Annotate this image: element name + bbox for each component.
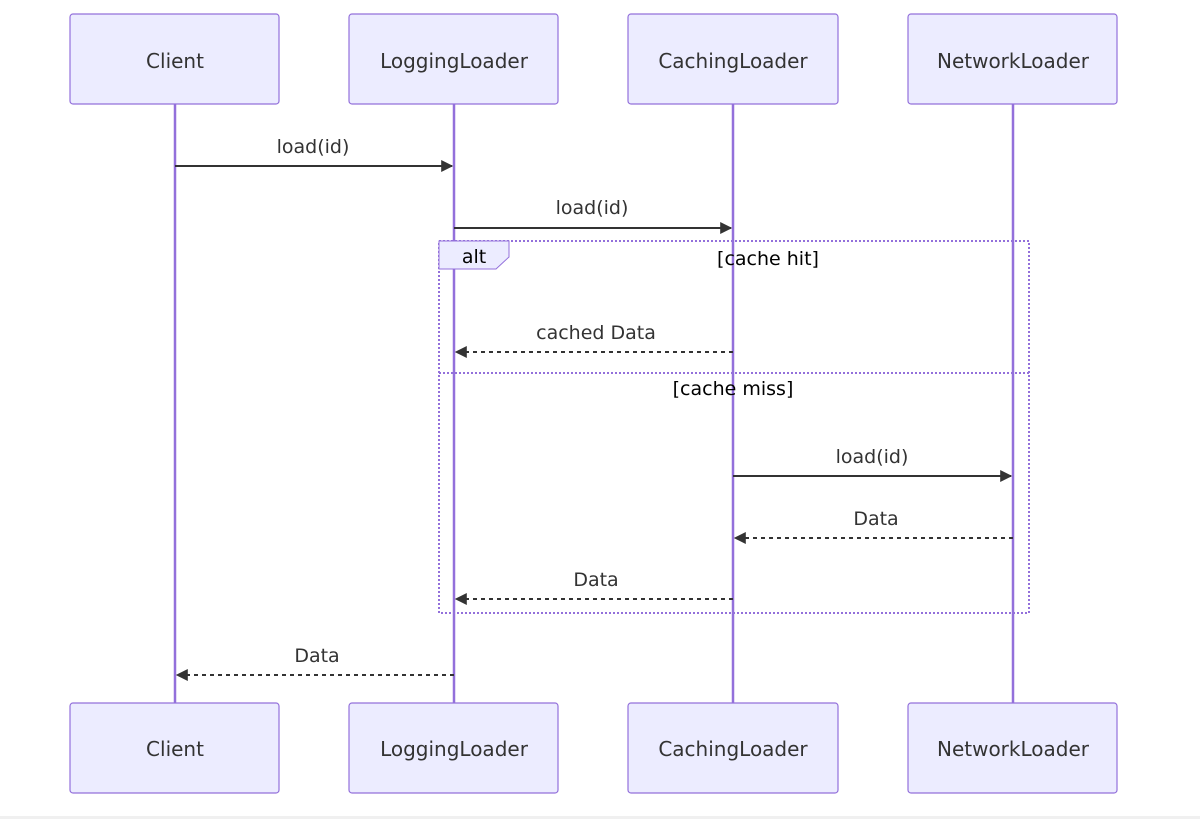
message-network-to-caching-data: Data	[733, 508, 1013, 544]
actor-label: CachingLoader	[658, 49, 808, 73]
actor-label: Client	[146, 737, 204, 761]
actor-caching-loader-bottom: CachingLoader	[627, 702, 839, 794]
actor-network-loader-top: NetworkLoader	[907, 13, 1118, 105]
message-caching-to-logging-data: Data	[454, 569, 733, 605]
actor-label: LoggingLoader	[380, 49, 529, 73]
message-caching-to-network-load: load(id)	[733, 446, 1013, 482]
message-label: Data	[853, 508, 898, 530]
actor-label: NetworkLoader	[937, 737, 1090, 761]
message-caching-to-logging-cached-data: cached Data	[454, 322, 733, 358]
alt-frame-border	[438, 240, 1030, 614]
message-label: cached Data	[536, 322, 656, 344]
message-logging-to-client-data: Data	[175, 645, 454, 681]
alt-guard-cache-miss: [cache miss]	[673, 378, 794, 400]
bottom-edge	[0, 816, 1200, 819]
actor-logging-loader-top: LoggingLoader	[348, 13, 559, 105]
message-client-to-logging-load: load(id)	[175, 136, 454, 172]
actor-label: LoggingLoader	[380, 737, 529, 761]
actor-caching-loader-top: CachingLoader	[627, 13, 839, 105]
message-label: load(id)	[556, 197, 629, 219]
actor-label: NetworkLoader	[937, 49, 1090, 73]
alt-guard-cache-hit: [cache hit]	[717, 248, 819, 270]
actor-label: CachingLoader	[658, 737, 808, 761]
message-label: load(id)	[836, 446, 909, 468]
message-logging-to-caching-load: load(id)	[454, 197, 733, 234]
actor-logging-loader-bottom: LoggingLoader	[348, 702, 559, 794]
actor-network-loader-bottom: NetworkLoader	[907, 702, 1118, 794]
actor-client-top: Client	[69, 13, 280, 105]
message-label: Data	[573, 569, 618, 591]
alt-frame-tag	[438, 240, 510, 270]
message-label: load(id)	[277, 136, 350, 158]
actor-client-bottom: Client	[69, 702, 280, 794]
alt-frame: alt [cache hit] [cache miss]	[438, 240, 1030, 614]
message-label: Data	[294, 645, 339, 667]
alt-frame-tag-label: alt	[462, 246, 486, 268]
actor-label: Client	[146, 49, 204, 73]
